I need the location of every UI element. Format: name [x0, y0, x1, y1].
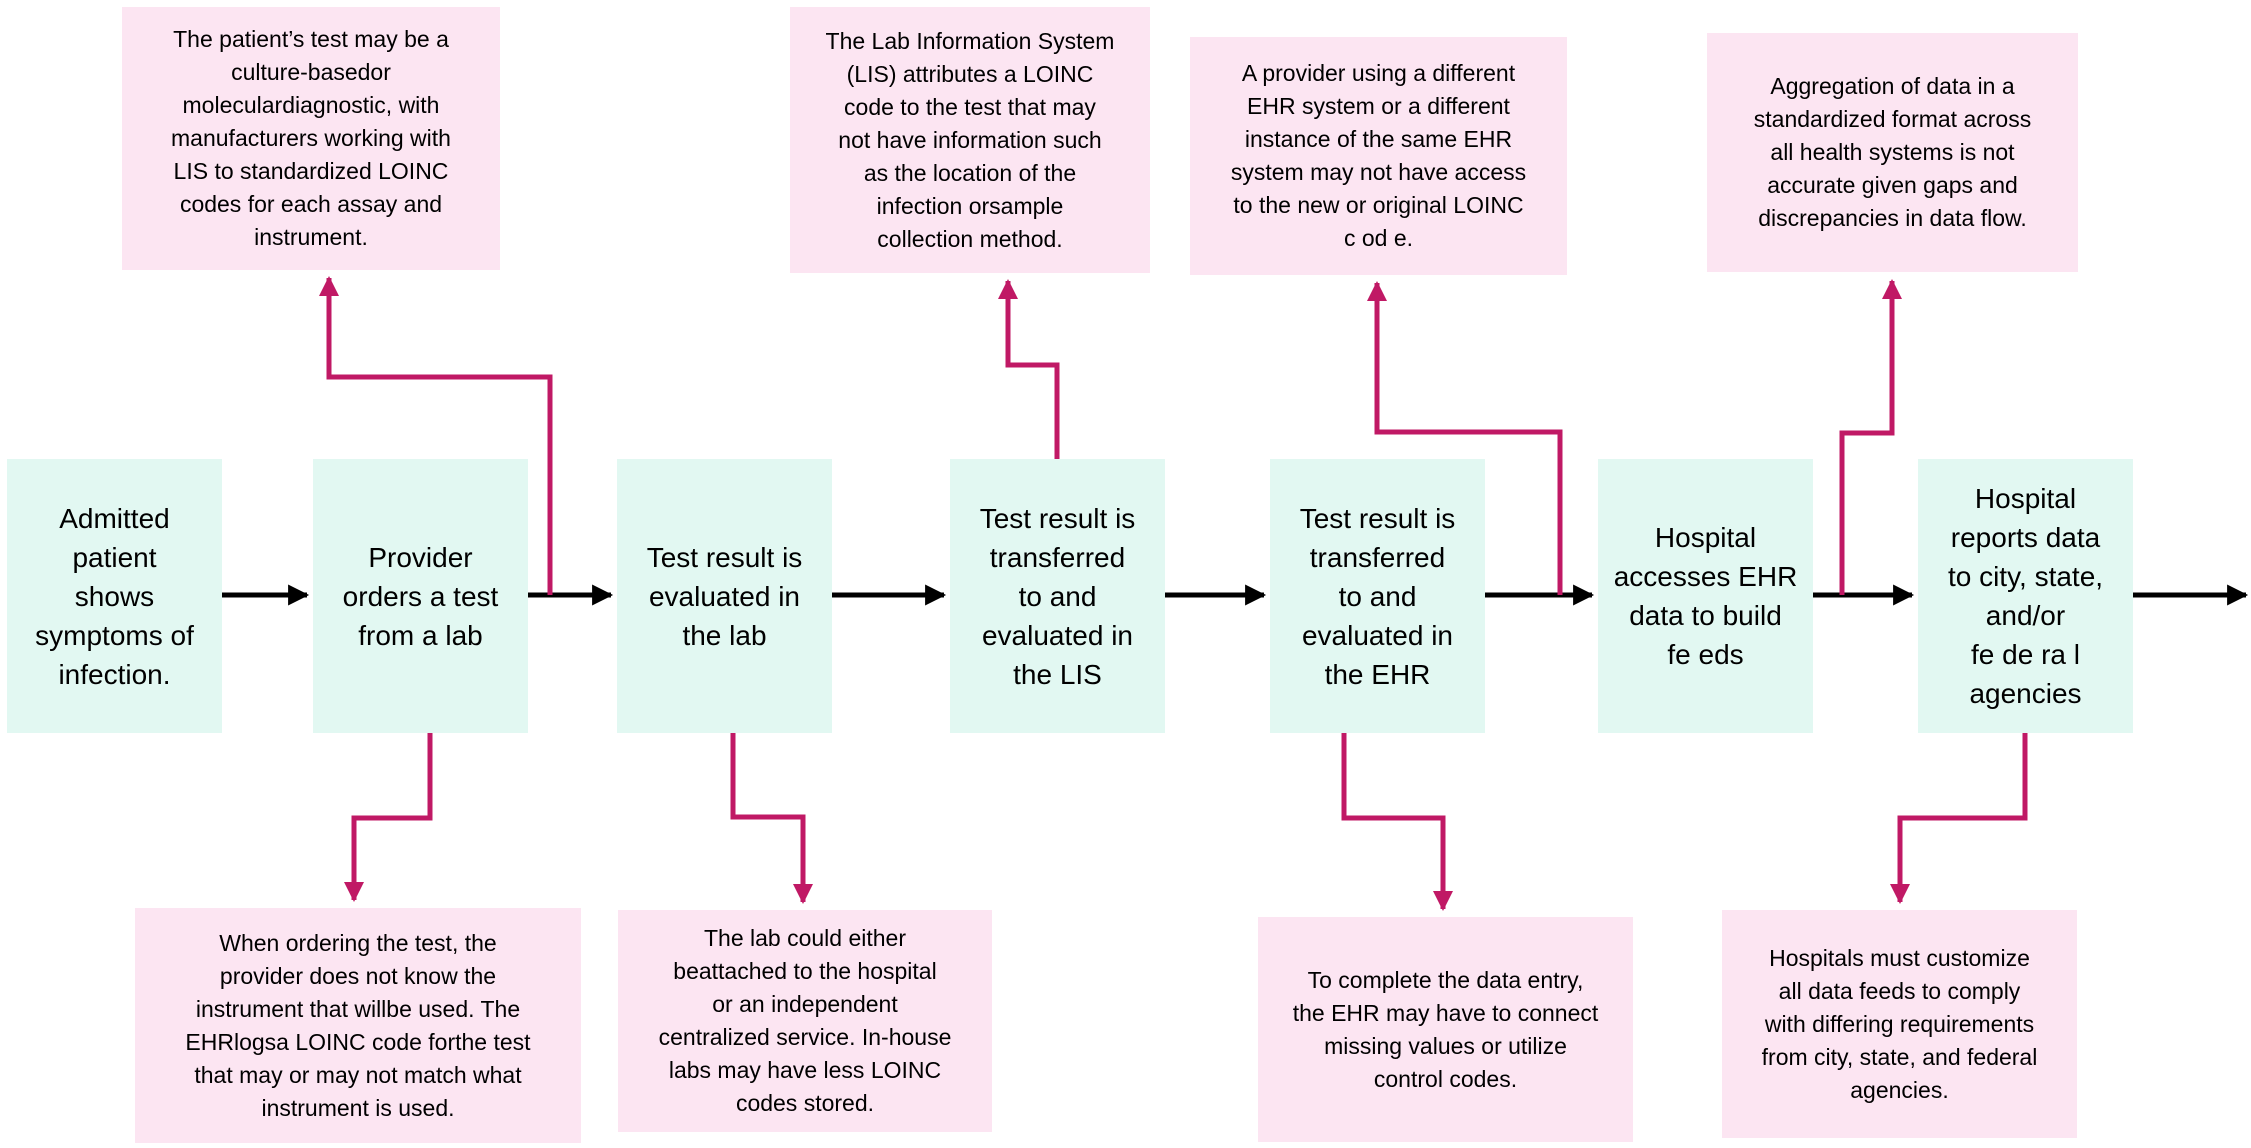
connector-note-bottom-3 — [1341, 733, 1453, 911]
process-step-hospital-builds-feeds: Hospital accesses EHR data to build fe e… — [1598, 459, 1813, 733]
note-text: The lab could either beattached to the h… — [658, 925, 952, 1116]
note-text: To complete the data entry, the EHR may … — [1292, 966, 1599, 1092]
process-step-label: Hospital reports data to city, state, an… — [1947, 483, 2104, 709]
process-step-label: Provider orders a test from a lab — [342, 541, 499, 651]
note-bottom-ehr-data-entry: To complete the data entry, the EHR may … — [1258, 917, 1633, 1142]
connector-note-bottom-2 — [730, 733, 813, 904]
note-top-test-type: The patient’s test may be a culture-base… — [122, 7, 500, 270]
process-step-evaluated-in-lis: Test result is transferred to and evalua… — [950, 459, 1165, 733]
note-top-aggregation-gaps: Aggregation of data in a standardized fo… — [1707, 33, 2078, 272]
process-step-hospital-reports-data: Hospital reports data to city, state, an… — [1918, 459, 2133, 733]
note-text: The Lab Information System (LIS) attribu… — [825, 27, 1115, 252]
process-step-label: Admitted patient shows symptoms of infec… — [35, 502, 194, 690]
note-text: Hospitals must customize all data feeds … — [1761, 944, 2038, 1103]
connector-note-top-2 — [998, 279, 1060, 459]
process-step-label: Test result is evaluated in the lab — [646, 541, 803, 651]
connector-note-bottom-1 — [344, 733, 433, 902]
process-step-label: Hospital accesses EHR data to build fe e… — [1613, 522, 1798, 670]
note-bottom-customize-feeds: Hospitals must customize all data feeds … — [1722, 910, 2077, 1138]
connector-note-bottom-4 — [1890, 733, 2028, 904]
process-step-evaluated-in-lab: Test result is evaluated in the lab — [617, 459, 832, 733]
process-step-label: Test result is transferred to and evalua… — [1299, 502, 1456, 690]
note-text: The patient’s test may be a culture-base… — [171, 26, 451, 250]
note-text: Aggregation of data in a standardized fo… — [1753, 73, 2032, 231]
note-text: A provider using a different EHR system … — [1230, 60, 1527, 251]
note-top-lis-loinc-code: The Lab Information System (LIS) attribu… — [790, 7, 1150, 273]
connector-note-top-4 — [1839, 279, 1902, 595]
note-text: When ordering the test, the provider doe… — [185, 929, 531, 1121]
note-bottom-lab-attachment: The lab could either beattached to the h… — [618, 910, 992, 1132]
note-top-different-ehr-access: A provider using a different EHR system … — [1190, 37, 1567, 275]
note-bottom-provider-instrument: When ordering the test, the provider doe… — [135, 908, 581, 1143]
process-step-admitted-patient: Admitted patient shows symptoms of infec… — [7, 459, 222, 733]
process-step-provider-orders-test: Provider orders a test from a lab — [313, 459, 528, 733]
process-step-evaluated-in-ehr: Test result is transferred to and evalua… — [1270, 459, 1485, 733]
process-step-label: Test result is transferred to and evalua… — [979, 502, 1136, 690]
